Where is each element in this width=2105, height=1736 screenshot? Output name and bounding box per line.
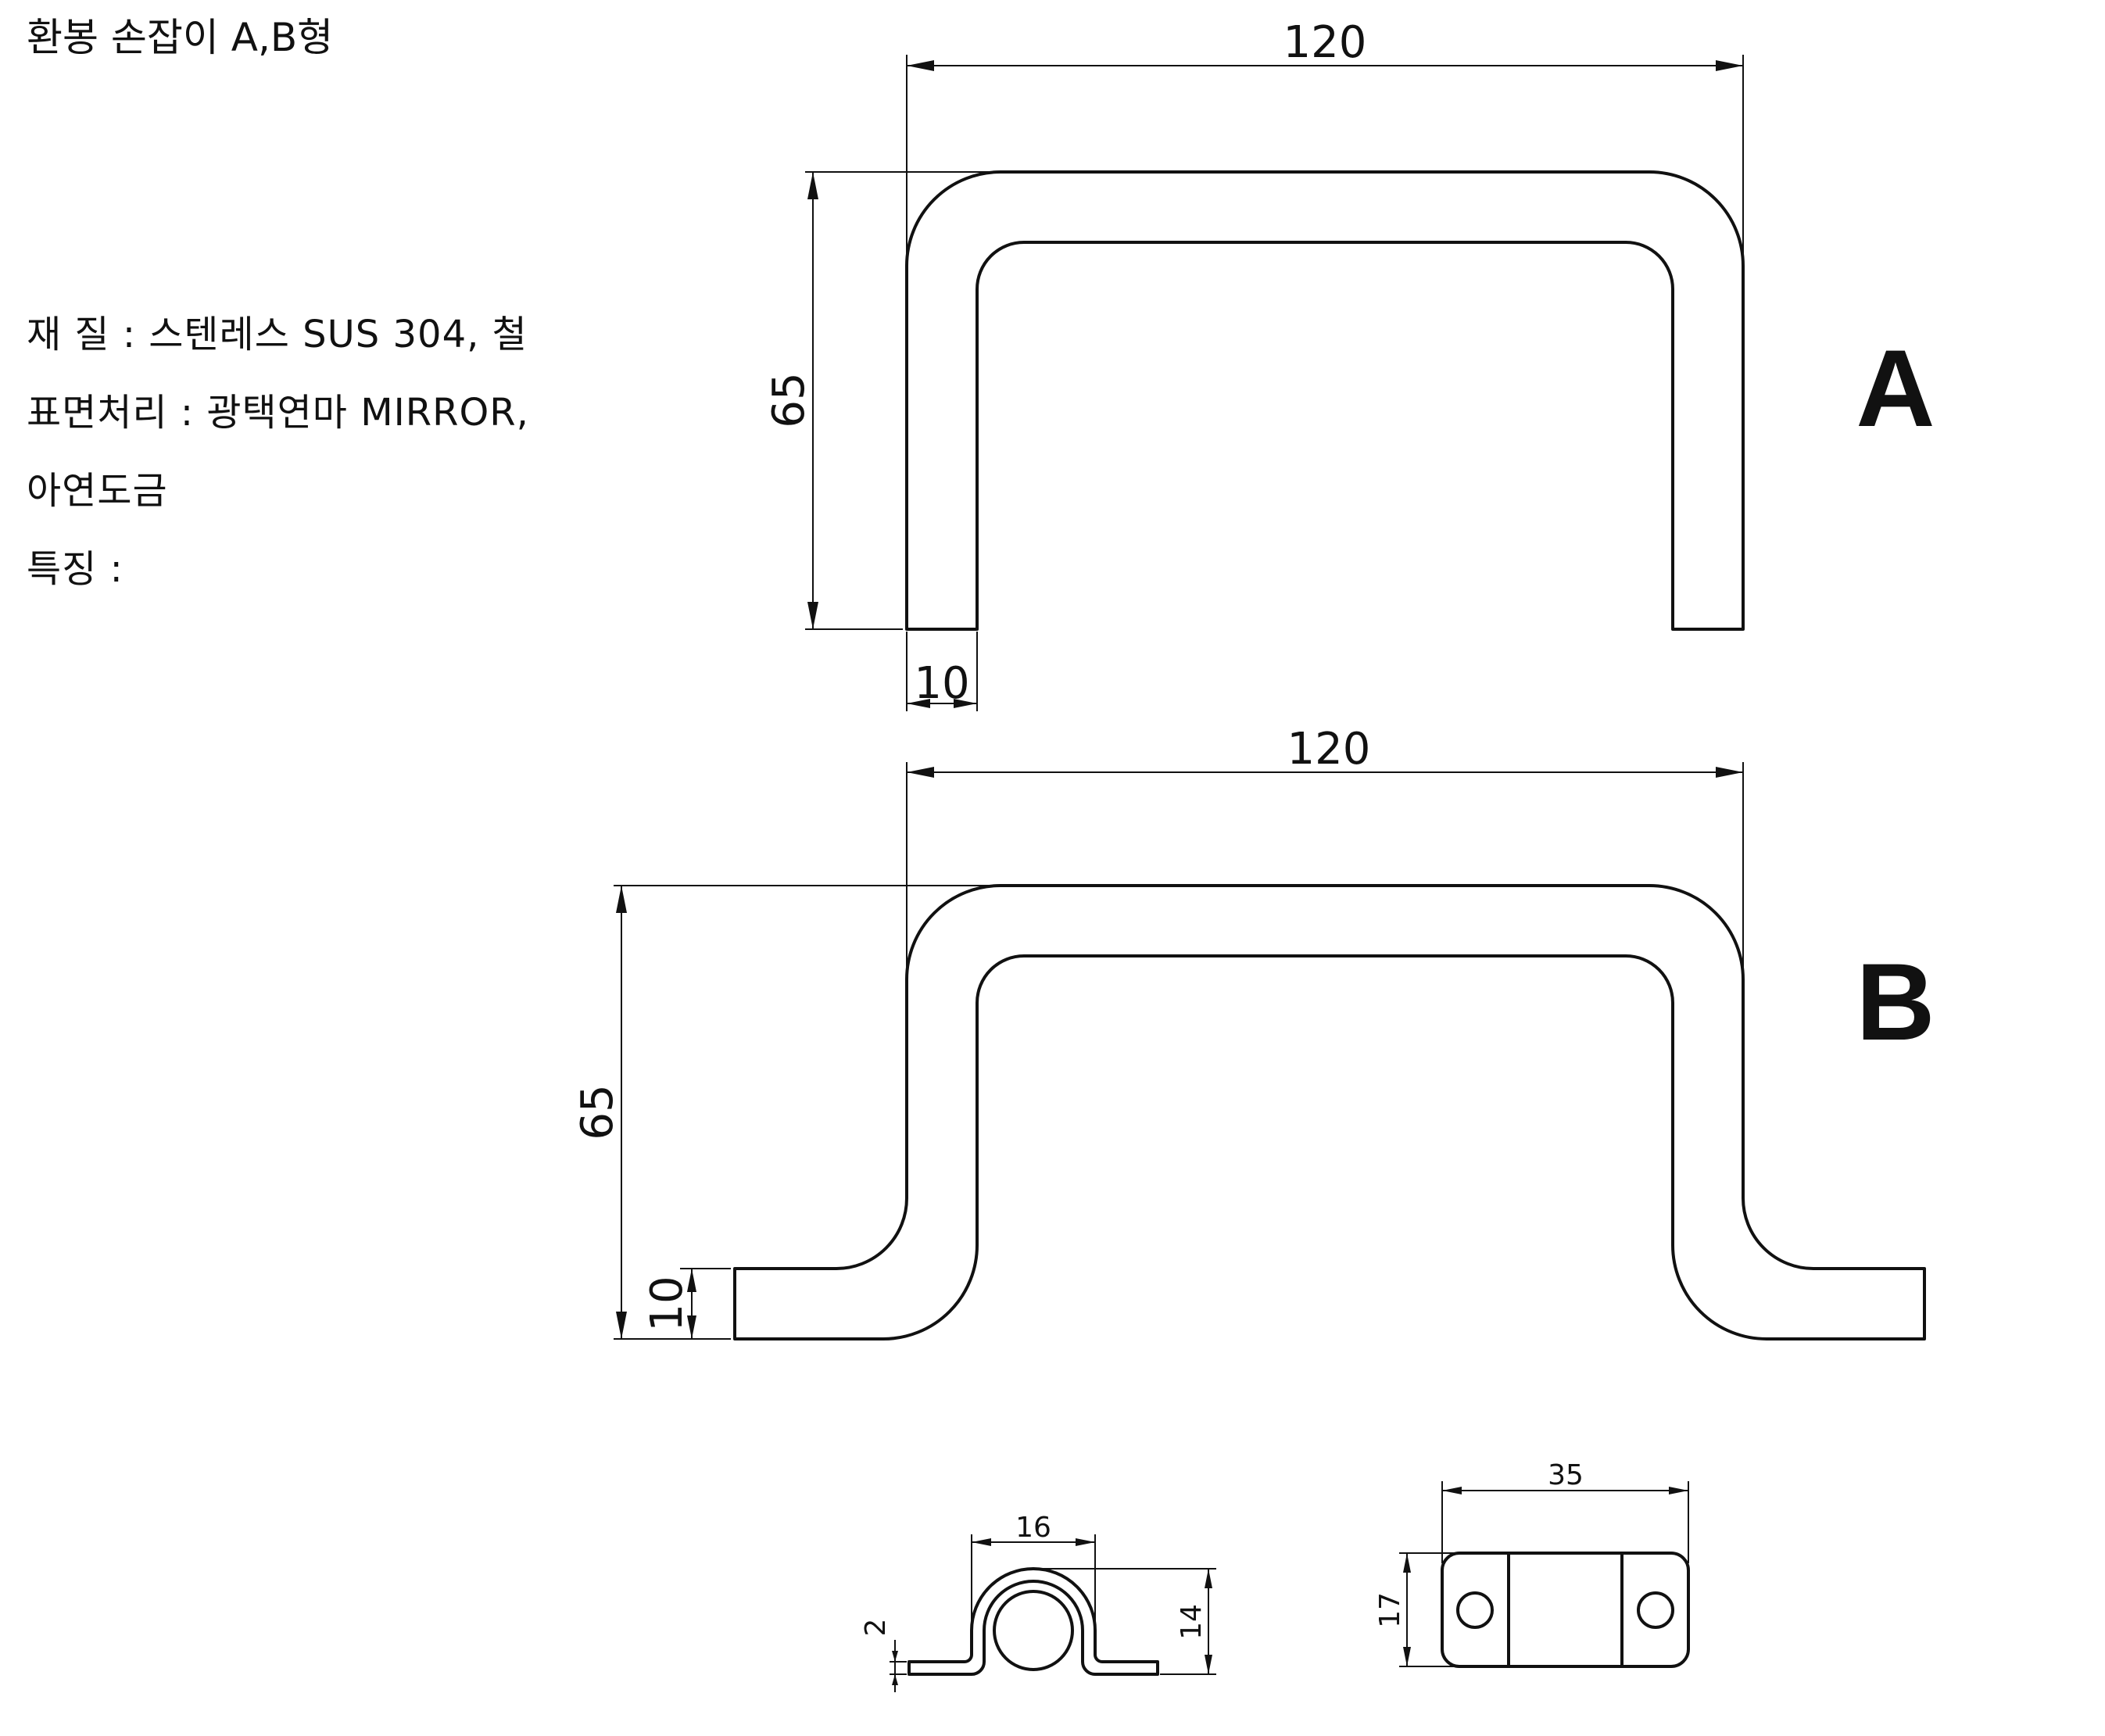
dim-b-width-text: 120 [1287,724,1371,775]
dim-clip-thickness-text: 2 [860,1619,892,1637]
clip-hole-right [1637,1591,1674,1629]
dim-clip-thickness: 2 [860,1619,907,1692]
dim-clip-top-width-text: 35 [1548,1459,1584,1491]
clip-rod-section [993,1590,1074,1671]
view-b-label: B [1856,940,1935,1063]
dim-clip-top-height-text: 17 [1374,1592,1406,1628]
view-a-label: A [1856,327,1935,449]
spec-features: 특징 : [27,547,124,591]
drawing-title: 환봉 손잡이 A,B형 [27,15,334,60]
dim-clip-width: 16 [971,1512,1096,1630]
dim-b-height-text: 65 [572,1084,623,1140]
dim-a-diameter-text: 10 [914,658,969,709]
dim-clip-height: 14 [1033,1568,1216,1675]
view-b: 120 65 10 B [572,724,1935,1340]
clip-side-outline [908,1567,1159,1676]
clip-top-outline [1441,1552,1690,1668]
dim-b-diameter-text: 10 [642,1276,693,1331]
dim-clip-width-text: 16 [1015,1512,1051,1544]
view-a: 120 65 10 A [764,17,1935,711]
dim-a-width-text: 120 [1283,17,1367,68]
dim-a-width: 120 [906,17,1744,258]
clip-hole-left [1456,1591,1494,1629]
dim-clip-top-height: 17 [1374,1552,1454,1667]
dim-clip-top-width: 35 [1441,1459,1689,1563]
dim-b-width: 120 [906,724,1744,973]
spec-surface: 표면처리 : 광택연마 MIRROR, [27,391,529,435]
handle-b-outline [733,884,1926,1340]
dim-b-height: 65 [572,885,1001,1340]
dim-a-height-text: 65 [764,372,814,428]
dim-clip-height-text: 14 [1176,1604,1208,1640]
clip-side-view: 16 14 2 [860,1512,1216,1692]
clip-top-view: 35 17 [1374,1459,1690,1668]
handle-a-outline [905,170,1745,631]
dim-a-height: 65 [764,171,1001,630]
spec-material: 재 질 : 스텐레스 SUS 304, 철 [27,313,528,356]
dim-a-diameter: 10 [906,632,978,711]
dim-b-diameter: 10 [642,1268,731,1339]
spec-plating: 아연도금 [27,469,168,513]
